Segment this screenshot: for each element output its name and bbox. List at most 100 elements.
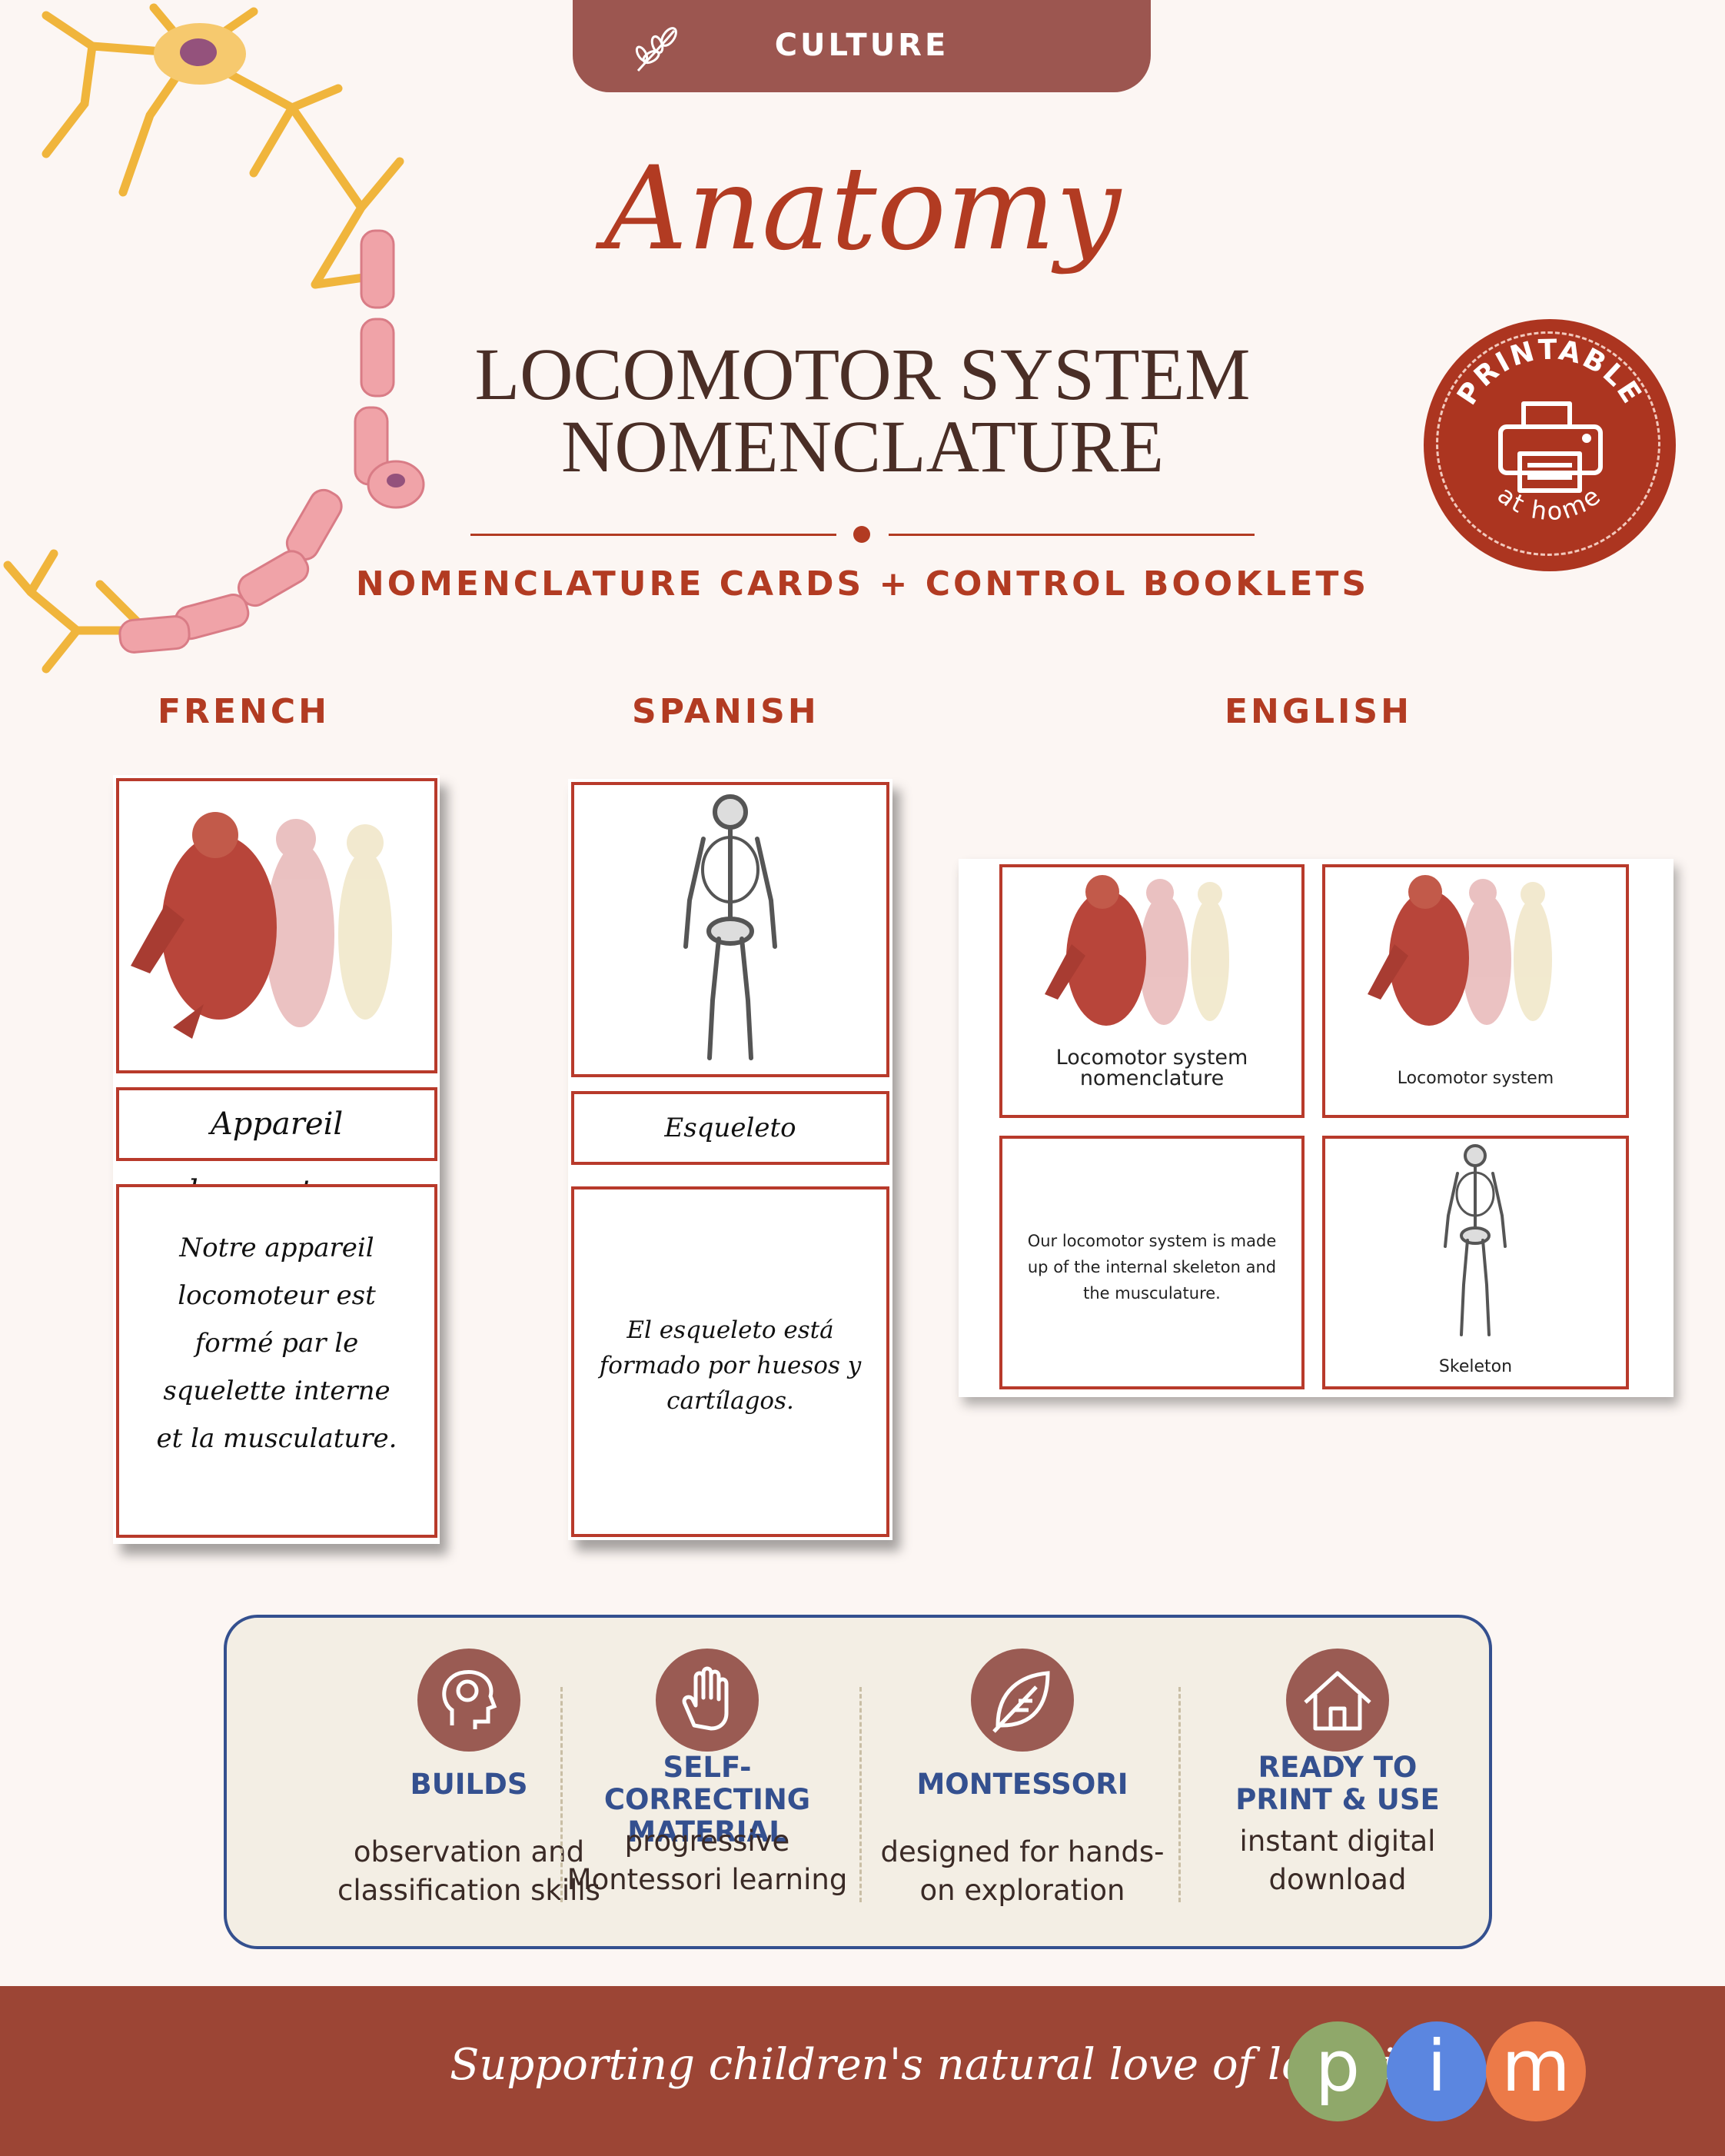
- feature-builds-desc-line-2: classification skills: [337, 1874, 600, 1907]
- page-title: LOCOMOTOR SYSTEM NOMENCLATURE: [0, 333, 1725, 487]
- logo-letter-p: p: [1288, 2021, 1388, 2121]
- leaf-sprig-icon: [635, 27, 677, 72]
- feature-ready-heading-line-2: PRINT & USE: [1235, 1783, 1440, 1816]
- badge-top-text: PRINTABLE: [1451, 334, 1646, 411]
- feature-montessori-desc-line-1: designed for hands-: [880, 1835, 1165, 1868]
- english-definition: Our locomotor system is made up of the i…: [1002, 1228, 1301, 1306]
- english-definition-card: Our locomotor system is made up of the i…: [999, 1136, 1305, 1389]
- feature-builds-description: observation and classification skills: [334, 1833, 603, 1910]
- feature-builds-heading-line-1: BUILDS: [410, 1768, 528, 1801]
- language-heading-french: FRENCH: [158, 692, 330, 731]
- features-panel: BUILDS observation and classification sk…: [224, 1615, 1492, 1949]
- spanish-definition-line-3: cartílagos.: [666, 1387, 794, 1415]
- french-definition-line-5: et la musculature.: [156, 1423, 397, 1454]
- english-card-sheet: Locomotor system nomenclature Locomotor …: [959, 859, 1673, 1397]
- spanish-definition-line-1: El esqueleto está: [627, 1316, 834, 1344]
- spanish-label-card: Esqueleto: [571, 1091, 889, 1165]
- english-definition-line-2: up of the internal skeleton and: [1027, 1258, 1277, 1276]
- leaf-icon: [971, 1649, 1074, 1752]
- brain-head-icon: [417, 1649, 520, 1752]
- spanish-card-stack: Esqueleto El esqueleto está formado por …: [568, 779, 892, 1540]
- printable-badge: PRINTABLE at home: [1424, 319, 1676, 571]
- badge-ring: [1436, 331, 1660, 556]
- language-heading-english: ENGLISH: [1225, 692, 1412, 731]
- feature-ready-desc-line-2: download: [1268, 1863, 1407, 1896]
- english-title-card: Locomotor system nomenclature: [999, 864, 1305, 1118]
- skeleton-image: [683, 794, 777, 1060]
- title-rule-dot: [853, 526, 870, 543]
- english-definition-line-3: the musculature.: [1083, 1284, 1221, 1303]
- french-definition-line-4: squelette interne: [163, 1376, 391, 1406]
- subtitle: NOMENCLATURE CARDS + CONTROL BOOKLETS: [355, 564, 1370, 604]
- feature-ready-description: instant digital download: [1195, 1822, 1480, 1899]
- english-title-card-text: Locomotor system nomenclature: [1002, 1047, 1301, 1089]
- category-label: CULTURE: [774, 28, 949, 63]
- feature-montessori-heading-line-1: MONTESSORI: [916, 1768, 1128, 1801]
- footer-tagline: Supporting children's natural love of le…: [450, 2040, 1451, 2090]
- title-rule-right: [889, 534, 1255, 536]
- svg-text:PRINTABLE: PRINTABLE: [1451, 334, 1648, 411]
- feature-builds: BUILDS observation and classification sk…: [334, 1618, 603, 1946]
- logo-letter-m: m: [1486, 2021, 1586, 2121]
- muscle-figures-image: [1045, 875, 1229, 1026]
- feature-self-correcting-heading-line-2: MATERIAL: [627, 1815, 787, 1848]
- hand-icon: [656, 1649, 759, 1752]
- title-line-1: LOCOMOTOR SYSTEM: [474, 333, 1251, 415]
- spanish-definition-line-2: formado por huesos y: [599, 1352, 862, 1379]
- badge-bottom-text: at home: [1492, 480, 1605, 526]
- feature-ready-heading-line-1: READY TO: [1258, 1751, 1418, 1784]
- printer-icon: [1498, 401, 1603, 493]
- feature-montessori-desc-line-2: on exploration: [919, 1874, 1125, 1907]
- english-definition-line-1: Our locomotor system is made: [1027, 1232, 1277, 1250]
- french-card-stack: Appareil locomoteur Notre appareil locom…: [113, 775, 440, 1544]
- muscle-figures-image: [1368, 875, 1552, 1026]
- feature-divider: [560, 1687, 563, 1902]
- feature-self-correcting-description: progressive Montessori learning: [565, 1822, 849, 1899]
- footer: Supporting children's natural love of le…: [0, 1986, 1725, 2156]
- feature-self-correcting-desc-line-2: Montessori learning: [567, 1863, 848, 1896]
- skeleton-image: [1444, 1144, 1507, 1336]
- french-definition-line-1: Notre appareil: [179, 1233, 374, 1263]
- french-definition: Notre appareil locomoteur est formé par …: [119, 1187, 434, 1462]
- feature-self-correcting-heading: SELF-CORRECTING MATERIAL: [565, 1752, 849, 1848]
- feature-ready: READY TO PRINT & USE instant digital dow…: [1195, 1618, 1480, 1946]
- badge-graphic: PRINTABLE at home: [1451, 334, 1648, 527]
- feature-ready-desc-line-1: instant digital: [1239, 1825, 1436, 1858]
- spanish-definition-card: El esqueleto está formado por huesos y c…: [571, 1186, 889, 1537]
- english-title-line-2: nomenclature: [1079, 1066, 1225, 1090]
- spanish-label: Esqueleto: [664, 1113, 796, 1143]
- french-definition-card: Notre appareil locomoteur est formé par …: [116, 1184, 437, 1538]
- french-definition-line-2: locomoteur est: [178, 1280, 376, 1311]
- title-rule-left: [470, 534, 836, 536]
- neuron-illustration: [3, 3, 425, 674]
- feature-montessori: MONTESSORI designed for hands- on explor…: [880, 1618, 1165, 1946]
- feature-self-correcting-heading-line-1: SELF-CORRECTING: [603, 1751, 811, 1816]
- script-title: Anatomy: [604, 142, 1121, 276]
- feature-ready-heading: READY TO PRINT & USE: [1195, 1752, 1480, 1816]
- spanish-picture-card: [571, 782, 889, 1077]
- feature-builds-desc-line-1: observation and: [353, 1835, 585, 1868]
- english-picture-card: Locomotor system: [1322, 864, 1629, 1118]
- category-tab: CULTURE: [573, 0, 1151, 92]
- feature-builds-heading: BUILDS: [334, 1768, 603, 1801]
- house-icon: [1286, 1649, 1389, 1752]
- spanish-definition: El esqueleto está formado por huesos y c…: [574, 1189, 886, 1419]
- svg-text:at home: at home: [1492, 480, 1607, 526]
- feature-self-correcting-desc-line-1: progressive: [624, 1825, 790, 1858]
- french-picture-card: [116, 778, 437, 1073]
- french-label-card: Appareil locomoteur: [116, 1087, 437, 1209]
- english-skeleton-card: Skeleton: [1322, 1136, 1629, 1389]
- english-title-line-1: Locomotor system: [1055, 1046, 1248, 1070]
- feature-montessori-description: designed for hands- on exploration: [880, 1833, 1165, 1910]
- feature-self-correcting: SELF-CORRECTING MATERIAL progressive Mon…: [565, 1618, 849, 1946]
- english-skeleton-label: Skeleton: [1438, 1357, 1513, 1376]
- language-heading-spanish: SPANISH: [632, 692, 819, 731]
- title-line-2: NOMENCLATURE: [561, 405, 1164, 487]
- muscle-figures-image: [131, 812, 392, 1039]
- feature-montessori-heading: MONTESSORI: [880, 1768, 1165, 1801]
- french-definition-line-3: formé par le: [194, 1328, 359, 1359]
- feature-divider: [859, 1687, 862, 1902]
- feature-divider: [1178, 1687, 1181, 1902]
- english-picture-label: Locomotor system: [1397, 1069, 1554, 1088]
- logo-letter-i: i: [1387, 2021, 1487, 2121]
